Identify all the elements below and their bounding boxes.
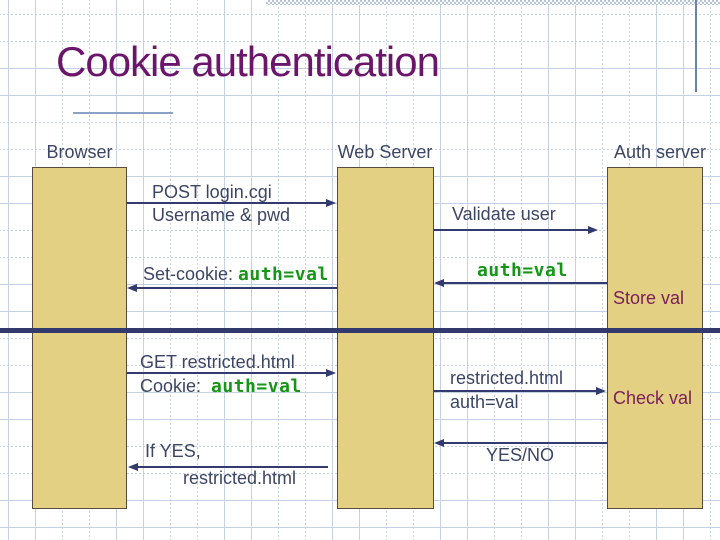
msg-get-line2: Cookie: auth=val [140, 376, 302, 397]
msg-if-yes-line1: If YES, [145, 441, 201, 461]
msg-get-cookie-prefix: Cookie: [140, 376, 212, 396]
lifeline-box-web-server [337, 167, 434, 509]
phase-divider-line [0, 328, 720, 333]
title-underline [73, 112, 173, 114]
actor-label-web-server: Web Server [337, 142, 433, 162]
arrow-post-line [127, 202, 326, 204]
msg-auth-val-return: auth=val [477, 260, 568, 281]
arrow-validate-head-icon [588, 226, 598, 234]
msg-forward-line1: restricted.html [450, 368, 564, 388]
arrow-post-head-icon [326, 199, 336, 207]
arrow-auth-val-head-icon [434, 279, 444, 287]
actor-label-browser: Browser [46, 142, 113, 162]
arrow-yes-no-line [444, 442, 607, 444]
arrow-set-cookie-head-icon [127, 284, 137, 292]
arrow-yes-no-head-icon [434, 439, 444, 447]
msg-set-cookie-prefix: Set-cookie: [143, 264, 239, 284]
msg-validate-user: Validate user [452, 204, 556, 224]
lifeline-box-auth-server [607, 167, 703, 509]
lifeline-box-browser [32, 167, 127, 509]
arrow-if-yes-head-icon [128, 463, 138, 471]
arrow-forward-head-icon [596, 387, 606, 395]
arrow-get-line [127, 372, 326, 374]
top-accent-bar [266, 0, 720, 5]
msg-set-cookie-value: auth=val [238, 264, 329, 285]
msg-get-cookie-value: auth=val [211, 376, 302, 397]
arrow-if-yes-line [138, 466, 328, 468]
arrow-set-cookie-line [137, 287, 337, 289]
slide-title: Cookie authentication [56, 38, 440, 85]
actor-label-auth-server: Auth server [613, 142, 707, 162]
annotation-check-val: Check val [613, 388, 693, 408]
arrow-forward-line [434, 390, 596, 392]
right-accent-line [695, 0, 697, 92]
msg-post-line2: Username & pwd [152, 205, 291, 225]
msg-if-yes-line2: restricted.html [183, 468, 297, 488]
arrow-validate-line [434, 229, 588, 231]
arrow-auth-val-line [444, 282, 607, 284]
arrow-get-head-icon [326, 369, 336, 377]
annotation-store-val: Store val [613, 288, 685, 308]
msg-post-line1: POST login.cgi [152, 182, 272, 202]
msg-get-line1: GET restricted.html [140, 352, 295, 372]
msg-forward-line2: auth=val [450, 392, 519, 412]
msg-set-cookie: Set-cookie: auth=val [143, 264, 329, 285]
msg-yes-no: YES/NO [486, 445, 555, 465]
